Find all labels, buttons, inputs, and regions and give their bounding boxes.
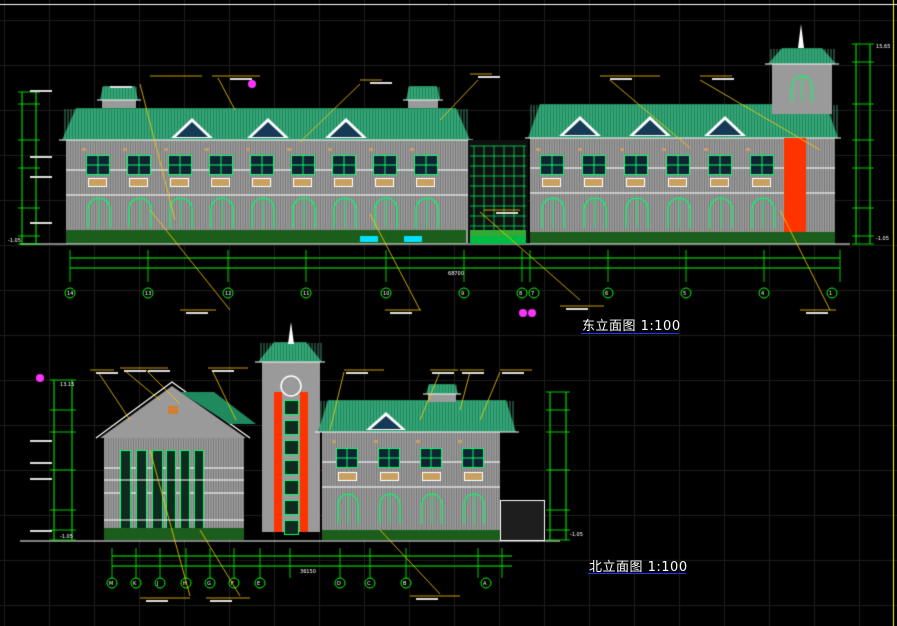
east-elevation-title: 东立面图 1:100 xyxy=(582,319,681,334)
east-title-underline xyxy=(581,333,679,334)
north-elevation-title: 北立面图 1:100 xyxy=(589,560,688,575)
north-title-underline xyxy=(588,573,686,574)
